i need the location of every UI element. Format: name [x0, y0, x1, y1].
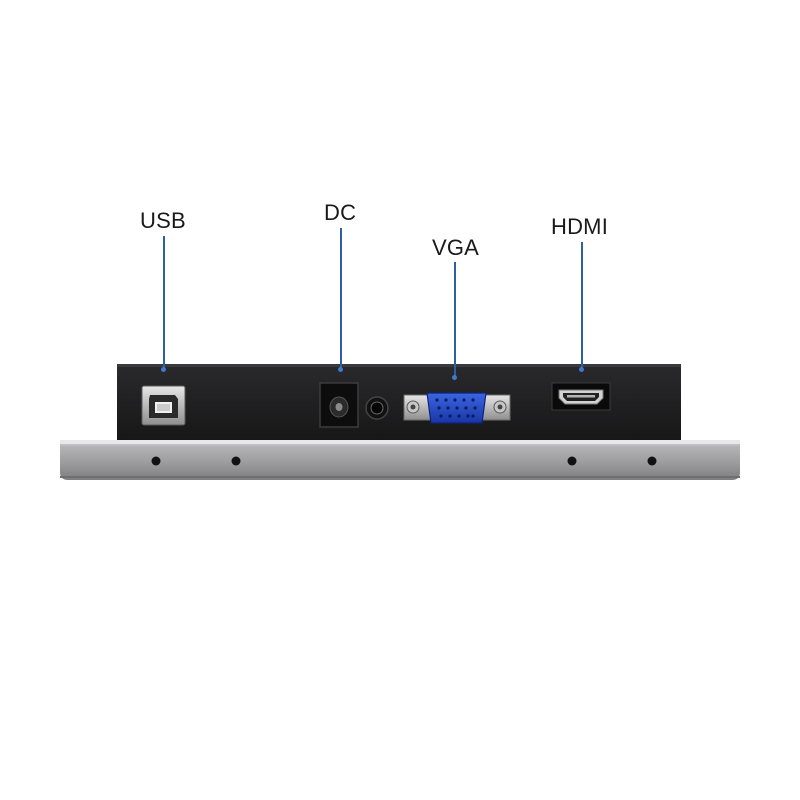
dc-leader-dot [338, 367, 343, 372]
dc-barrel-jack-icon [319, 382, 359, 428]
usb-leader-line [163, 236, 165, 370]
mounting-hole [231, 456, 241, 466]
hdmi-leader-line [581, 242, 583, 370]
mounting-holes [151, 456, 657, 466]
hdmi-port-label: HDMI [551, 214, 609, 239]
mounting-hole [151, 456, 161, 466]
mounting-hole [567, 456, 577, 466]
usb-port-label: USB [140, 208, 186, 233]
front-bezel [60, 440, 740, 480]
hdmi-port-icon [551, 382, 611, 411]
vga-leader-line [454, 262, 456, 378]
vga-port-label: VGA [432, 235, 480, 260]
hdmi-leader-dot [579, 367, 584, 372]
vga-leader-dot [452, 375, 457, 380]
usb-leader-dot [161, 367, 166, 372]
dc-leader-line [340, 228, 342, 370]
dc-port-label: DC [324, 200, 357, 225]
mounting-hole [647, 456, 657, 466]
audio-jack-icon [365, 396, 389, 420]
vga-port-icon [403, 392, 511, 424]
usb-b-port-icon [141, 385, 186, 426]
